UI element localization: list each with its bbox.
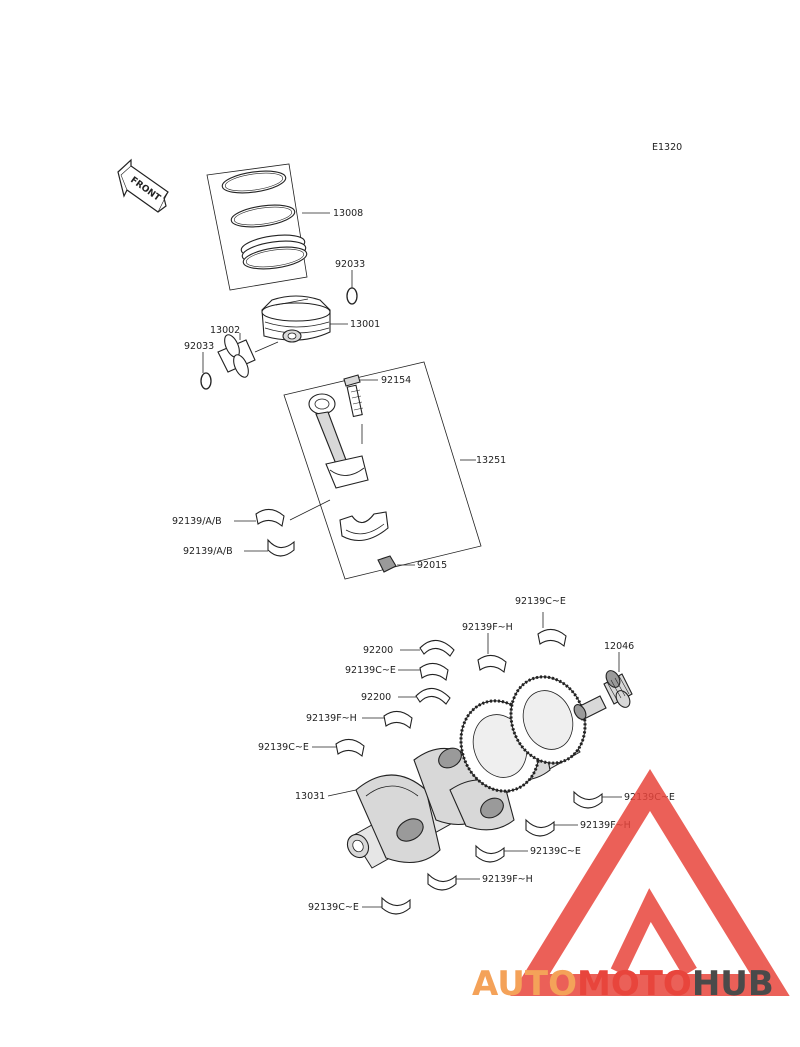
needle-bearing-icon bbox=[603, 670, 633, 708]
piston-ring-group bbox=[206, 163, 308, 291]
label-piston-pin: 13002 bbox=[210, 325, 240, 336]
main-bearing-fh-1-icon bbox=[477, 654, 507, 674]
circlip-left-icon bbox=[200, 372, 212, 390]
label-main-bearing-ce-4: 92139C~E bbox=[530, 846, 581, 857]
label-main-bearing-fh-4: 92139F~H bbox=[482, 874, 533, 885]
label-thrust-bearing-1: 92200 bbox=[363, 645, 393, 656]
main-bearing-fh-2-icon bbox=[383, 710, 413, 730]
label-connecting-rod: 13251 bbox=[476, 455, 506, 466]
main-bearing-ce-4-icon bbox=[475, 844, 505, 863]
con-rod-bearing-lower-icon bbox=[267, 538, 295, 557]
label-thrust-bearing-2: 92200 bbox=[361, 692, 391, 703]
con-rod-bolt-icon bbox=[343, 374, 364, 418]
connecting-rod-icon bbox=[308, 393, 369, 489]
svg-text:AUTOMOTOHUB: AUTOMOTOHUB bbox=[472, 964, 774, 1004]
label-con-rod-nut: 92015 bbox=[417, 560, 447, 571]
con-rod-nut-icon bbox=[377, 555, 397, 573]
main-bearing-ce-1-icon bbox=[419, 662, 449, 682]
con-rod-bearing-upper-icon bbox=[255, 508, 285, 528]
main-bearing-fh-4-icon bbox=[427, 872, 457, 891]
label-main-bearing-top: 92139C~E bbox=[515, 596, 566, 607]
label-circlip-right: 92033 bbox=[335, 259, 365, 270]
thrust-washer-2-icon bbox=[415, 687, 451, 705]
label-piston: 13001 bbox=[350, 319, 380, 330]
piston-icon bbox=[261, 295, 331, 343]
watermark-logo-icon bbox=[510, 769, 790, 996]
connecting-rod-box bbox=[283, 361, 482, 580]
thrust-washer-1-icon bbox=[419, 639, 455, 657]
main-bearing-ce-3-icon bbox=[573, 790, 603, 809]
diagram-code: E1320 bbox=[652, 142, 682, 153]
label-main-bearing-fh-3: 92139F~H bbox=[580, 820, 631, 831]
label-main-bearing-fh-2: 92139F~H bbox=[306, 713, 357, 724]
front-arrow-icon: FRONT bbox=[117, 158, 169, 213]
label-bearing-lower: 92139/A/B bbox=[183, 546, 233, 557]
main-bearing-fh-3-icon bbox=[525, 818, 555, 837]
crankshaft-icon bbox=[346, 675, 607, 869]
watermark-part2: MOTO bbox=[577, 964, 692, 1004]
watermark-text: AUTOMOTOHUB bbox=[472, 964, 774, 1004]
main-bearing-top-icon bbox=[537, 628, 567, 648]
label-con-rod-bolt: 92154 bbox=[381, 375, 411, 386]
label-main-bearing-ce-2: 92139C~E bbox=[258, 742, 309, 753]
label-crankshaft: 13031 bbox=[295, 791, 325, 802]
label-main-bearing-ce-5: 92139C~E bbox=[308, 902, 359, 913]
con-rod-cap-icon bbox=[339, 511, 389, 542]
piston-pin-icon bbox=[217, 334, 256, 378]
circlip-right-icon bbox=[346, 287, 358, 305]
watermark-part1: AUTO bbox=[472, 964, 577, 1004]
label-bearing-upper: 92139/A/B bbox=[172, 516, 222, 527]
label-chain-12046: 12046 bbox=[604, 641, 634, 652]
label-main-bearing-ce-1: 92139C~E bbox=[345, 665, 396, 676]
label-circlip-left: 92033 bbox=[184, 341, 214, 352]
label-main-bearing-fh-1: 92139F~H bbox=[462, 622, 513, 633]
watermark-part3: HUB bbox=[692, 964, 774, 1004]
main-bearing-ce-2-icon bbox=[335, 738, 365, 758]
label-piston-ring-set: 13008 bbox=[333, 208, 363, 219]
main-bearing-ce-5-icon bbox=[381, 896, 411, 915]
